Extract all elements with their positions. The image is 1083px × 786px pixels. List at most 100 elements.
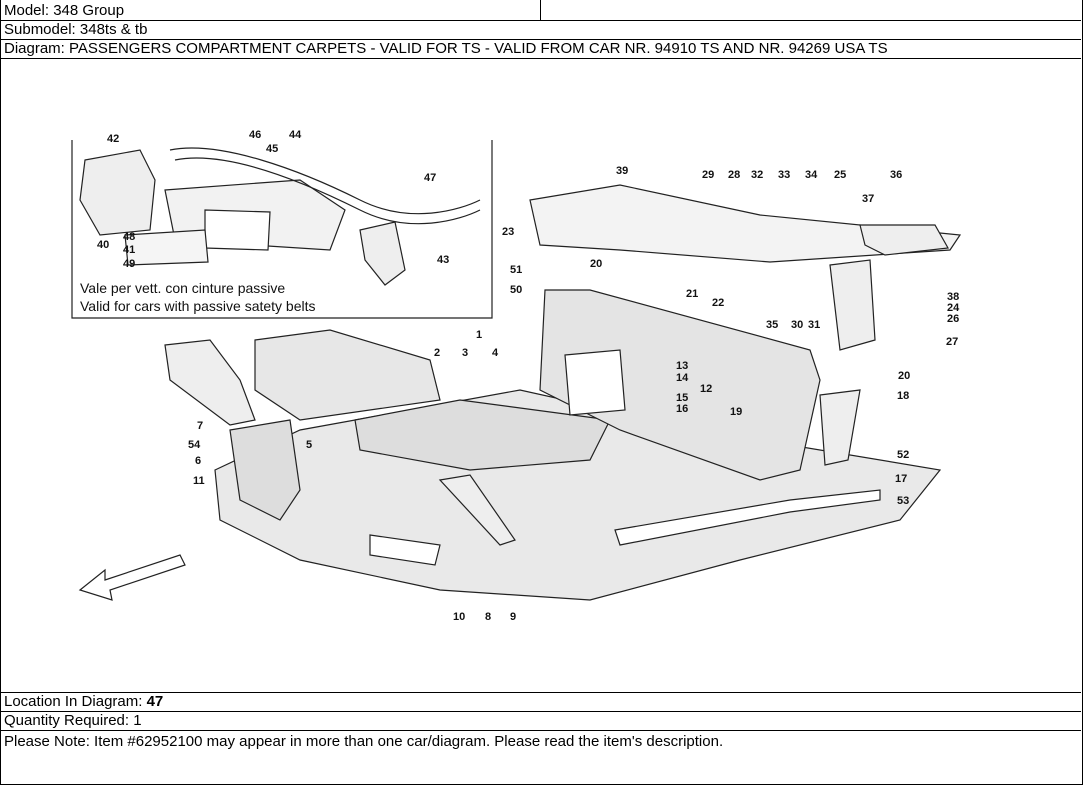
callout: 16 — [676, 403, 688, 415]
callout: 22 — [712, 297, 724, 309]
quantity-label: Quantity Required: — [4, 712, 130, 729]
submodel-label: Submodel: — [4, 21, 76, 38]
inset-frame — [71, 140, 493, 319]
callout: 47 — [424, 172, 436, 184]
divider — [0, 58, 1081, 59]
divider — [0, 711, 1081, 712]
divider — [0, 730, 1081, 731]
part-12-plate — [564, 349, 626, 416]
part-7-panel — [164, 339, 256, 426]
callout: 45 — [266, 143, 278, 155]
part-48-cover — [204, 209, 271, 251]
callout: 38 — [947, 291, 959, 303]
part-27-side-trim — [829, 259, 876, 351]
part-3-carpet — [354, 399, 611, 471]
part-18-trim — [819, 389, 861, 466]
part-47-strip — [169, 147, 481, 215]
callout: 20 — [898, 370, 910, 382]
diagram-title-row: Diagram: PASSENGERS COMPARTMENT CARPETS … — [0, 40, 1081, 58]
callout: 20 — [590, 258, 602, 270]
callout: 49 — [123, 258, 135, 270]
callout: 31 — [808, 319, 820, 331]
callout: 48 — [123, 231, 135, 243]
callout: 4 — [492, 347, 499, 359]
location-label: Location In Diagram: — [4, 693, 143, 710]
callout: 9 — [510, 611, 516, 623]
quantity-value: 1 — [133, 712, 142, 729]
location-row: Location In Diagram: 47 — [0, 693, 1081, 711]
callout: 29 — [702, 169, 714, 181]
diagram-label: Diagram: — [4, 40, 65, 57]
part-2-carpet — [254, 329, 441, 421]
model-label: Model: — [4, 2, 50, 19]
callout: 23 — [502, 226, 514, 238]
callout: 10 — [453, 611, 465, 623]
divider — [0, 39, 1081, 40]
callout: 11 — [193, 475, 205, 487]
item-note: Please Note: Item #62952100 may appear i… — [4, 733, 724, 750]
callout: 13 — [676, 360, 688, 372]
part-41-plate — [124, 229, 209, 266]
callout: 36 — [890, 169, 902, 181]
callout-numbers: 1 2 3 4 5 6 7 8 9 10 11 12 13 14 15 16 1… — [97, 129, 960, 623]
callout: 21 — [686, 288, 698, 300]
callout: 2 — [434, 347, 440, 359]
callout: 26 — [947, 313, 959, 325]
callout: 39 — [616, 165, 628, 177]
model-value: 348 Group — [53, 2, 125, 19]
callout: 25 — [834, 169, 846, 181]
callout: 52 — [897, 449, 909, 461]
callout: 3 — [462, 347, 468, 359]
part-8-bracket — [438, 474, 516, 546]
callout: 54 — [188, 439, 201, 451]
diagram-title: PASSENGERS COMPARTMENT CARPETS - VALID F… — [69, 40, 888, 57]
callout: 41 — [123, 244, 135, 256]
callout: 51 — [510, 264, 522, 276]
callout: 33 — [778, 169, 790, 181]
callout: 27 — [946, 336, 958, 348]
divider — [0, 20, 1081, 21]
callout: 24 — [947, 302, 960, 314]
submodel-value: 348ts & tb — [79, 21, 148, 38]
callout: 53 — [897, 495, 909, 507]
part-11-carpet — [229, 419, 301, 521]
part-10-trim — [369, 534, 441, 566]
callout: 5 — [306, 439, 312, 451]
quantity-row: Quantity Required: 1 — [0, 712, 1081, 730]
inset-note-english: Valid for cars with passive satety belts — [80, 298, 316, 314]
callout: 37 — [862, 193, 874, 205]
callout: 17 — [895, 473, 907, 485]
callout: 15 — [676, 392, 688, 404]
callout: 19 — [730, 406, 742, 418]
callout: 6 — [195, 455, 201, 467]
part-36-cover — [859, 224, 949, 256]
divider — [0, 692, 1081, 693]
callout: 1 — [476, 329, 482, 341]
callout: 32 — [751, 169, 763, 181]
callout: 50 — [510, 284, 522, 296]
part-17-sill — [614, 489, 881, 546]
callout: 12 — [700, 383, 712, 395]
callout: 30 — [791, 319, 803, 331]
callout: 8 — [485, 611, 491, 623]
front-arrow-icon — [78, 554, 186, 601]
part-43-panel — [359, 221, 406, 286]
inset-note-italian: Vale per vett. con cinture passive — [80, 280, 285, 296]
parts-diagram: Vale per vett. con cinture passive Valid… — [71, 129, 962, 623]
callout: 43 — [437, 254, 449, 266]
part-22-rear-carpet — [539, 289, 821, 481]
callout: 18 — [897, 390, 909, 402]
callout: 14 — [676, 372, 689, 384]
callout: 28 — [728, 169, 740, 181]
callout: 35 — [766, 319, 778, 331]
model-row: Model: 348 Group — [0, 2, 1081, 20]
part-32-upper-trim — [529, 184, 962, 263]
callout: 7 — [197, 420, 203, 432]
submodel-row: Submodel: 348ts & tb — [0, 21, 1081, 39]
callout: 46 — [249, 129, 261, 141]
part-42-panel — [79, 149, 156, 236]
part-47-strip-edge — [174, 157, 481, 225]
callout: 44 — [289, 129, 302, 141]
callout: 34 — [805, 169, 818, 181]
note-row: Please Note: Item #62952100 may appear i… — [0, 733, 1081, 751]
